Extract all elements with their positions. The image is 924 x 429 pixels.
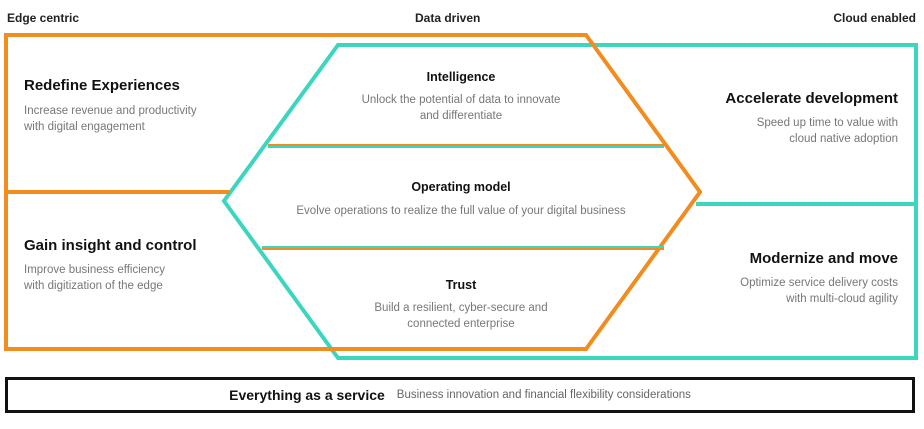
center-title-operating-model: Operating model <box>411 180 511 194</box>
orange-outline <box>4 33 703 351</box>
left-desc-gain-insight: Improve business efficiency with digitiz… <box>24 264 166 292</box>
left-desc-redefine-experiences: Increase revenue and productivity with d… <box>24 105 197 133</box>
header-edge-centric: Edge centric <box>7 11 80 25</box>
header-data-driven: Data driven <box>415 11 481 25</box>
center-desc-operating-model: Evolve operations to realize the full va… <box>296 205 626 217</box>
left-title-redefine-experiences: Redefine Experiences <box>24 77 180 94</box>
bottom-title: Everything as a service <box>229 387 385 403</box>
right-title-modernize-and-move: Modernize and move <box>749 250 898 267</box>
right-desc-modernize-and-move: Optimize service delivery costs with mul… <box>740 277 898 305</box>
right-desc-accelerate-development: Speed up time to value with cloud native… <box>756 117 898 145</box>
left-title-gain-insight: Gain insight and control <box>24 237 197 254</box>
center-title-trust: Trust <box>445 278 477 292</box>
everything-as-a-service-bar: Everything as a service Business innovat… <box>5 377 915 413</box>
right-title-accelerate-development: Accelerate development <box>725 90 898 107</box>
center-desc-trust: Build a resilient, cyber-secure and conn… <box>374 302 548 330</box>
header-cloud-enabled: Cloud enabled <box>833 11 916 25</box>
bottom-desc: Business innovation and financial flexib… <box>396 389 691 401</box>
center-title-intelligence: Intelligence <box>426 70 496 84</box>
teal-outline <box>221 43 918 360</box>
center-desc-intelligence: Unlock the potential of data to innovate… <box>361 94 561 122</box>
